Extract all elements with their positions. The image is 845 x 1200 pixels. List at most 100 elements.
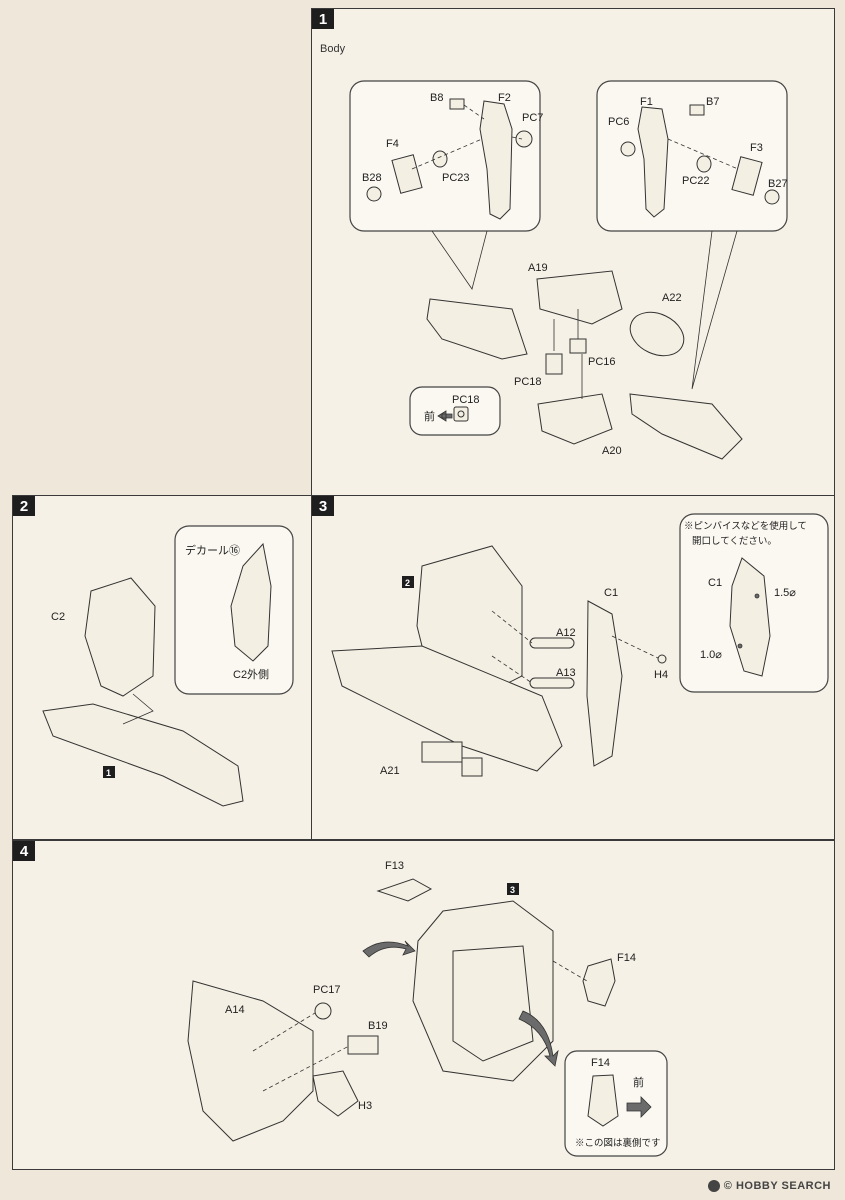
label-front: 前 xyxy=(633,1075,644,1089)
ref-step-3-badge: 3 xyxy=(507,883,519,895)
svg-text:3: 3 xyxy=(510,885,515,895)
part-f13 xyxy=(376,878,433,902)
label-a12: A12 xyxy=(556,627,576,639)
guide-line xyxy=(511,136,523,140)
ref-step-2-badge: 2 xyxy=(402,576,414,588)
label-back-view-note: ※この図は裏側です xyxy=(575,1137,661,1149)
part-right-leg-frame xyxy=(629,393,743,460)
label-c2-outer: C2外側 xyxy=(233,668,269,681)
label-b19: B19 xyxy=(368,1020,388,1032)
step-1-panel: 1 Body B8 F2 PC7 F4 B28 PC23 xyxy=(311,8,835,496)
step-2-panel: 2 C2 1 デカール⑯ C2外側 xyxy=(12,495,312,840)
part-pc7 xyxy=(515,130,533,148)
guide-line xyxy=(262,1045,350,1092)
label-decal: デカール⑯ xyxy=(185,543,240,557)
label-a19: A19 xyxy=(528,262,548,274)
part-pc17 xyxy=(314,1002,332,1020)
label-f13: F13 xyxy=(385,860,404,872)
part-b28 xyxy=(366,186,382,202)
step-1-badge: 1 xyxy=(312,9,334,29)
label-c2: C2 xyxy=(51,611,65,623)
guide-line xyxy=(491,655,533,684)
svg-text:2: 2 xyxy=(405,578,410,588)
part-a22 xyxy=(629,311,685,357)
part-a21-right xyxy=(461,757,483,777)
part-pc23 xyxy=(432,150,448,168)
guide-line xyxy=(611,635,659,659)
step-3-diagram: 2 C1 A12 A13 H4 A21 ※ピンバイスなどを使用して 開口してくだ… xyxy=(331,513,829,777)
label-f2: F2 xyxy=(498,92,511,104)
part-f14 xyxy=(582,958,616,1007)
label-b28: B28 xyxy=(362,172,382,184)
label-pc7: PC7 xyxy=(522,112,543,124)
part-b27 xyxy=(764,189,780,205)
part-h4 xyxy=(657,654,667,664)
label-a21: A21 xyxy=(380,765,400,777)
part-c1 xyxy=(586,600,623,767)
step-3-badge: 3 xyxy=(312,496,334,516)
part-a12 xyxy=(529,637,575,649)
label-b27: B27 xyxy=(768,178,788,190)
label-a14: A14 xyxy=(225,1004,245,1016)
label-a13: A13 xyxy=(556,667,576,679)
callout-left-pointer xyxy=(431,230,488,290)
guide-line xyxy=(411,138,483,170)
part-f3 xyxy=(731,156,763,196)
label-front: 前 xyxy=(424,409,435,423)
part-c2-outer xyxy=(230,542,272,662)
part-pc22 xyxy=(696,155,712,173)
watermark: © HOBBY SEARCH xyxy=(707,1180,831,1192)
part-a20 xyxy=(537,393,613,445)
part-inner-frame xyxy=(452,945,534,1062)
label-pc18: PC18 xyxy=(514,376,542,388)
arrow-left-icon xyxy=(437,410,453,422)
part-f4 xyxy=(391,154,423,194)
rotate-arrow-icon xyxy=(518,1010,559,1067)
arrow-right-icon xyxy=(626,1096,652,1118)
part-f14-back xyxy=(587,1074,619,1127)
label-note-line1: ※ピンバイスなどを使用して xyxy=(684,520,807,532)
part-pc18 xyxy=(545,353,563,375)
drill-hole-1-0 xyxy=(737,643,743,649)
label-a20: A20 xyxy=(602,445,622,457)
pc18-hole-icon xyxy=(457,410,465,418)
part-pc16 xyxy=(569,338,587,354)
drill-hole-1-5 xyxy=(754,593,760,599)
label-f14: F14 xyxy=(617,952,636,964)
step-4-diagram: F13 3 F14 A14 PC17 B19 H3 F14 xyxy=(187,860,668,1157)
label-c1: C1 xyxy=(604,587,618,599)
guide-line xyxy=(252,1012,316,1052)
guide-line xyxy=(552,960,588,982)
label-pc6: PC6 xyxy=(608,116,629,128)
label-a22: A22 xyxy=(662,292,682,304)
label-pc23: PC23 xyxy=(442,172,470,184)
step-1-diagram: B8 F2 PC7 F4 B28 PC23 F1 B7 PC6 F3 PC22 … xyxy=(349,80,788,460)
step-3-panel: 3 2 C1 A12 A13 H4 A21 ※ピンバイスなどを使用して 開 xyxy=(311,495,835,840)
label-h3: H3 xyxy=(358,1100,372,1112)
part-b8 xyxy=(449,98,465,110)
label-pc17: PC17 xyxy=(313,984,341,996)
part-leg-assembly xyxy=(42,703,244,807)
label-h4: H4 xyxy=(654,669,668,681)
label-note-line2: 開口してください。 xyxy=(692,536,777,547)
part-c2 xyxy=(84,577,156,697)
step-4-badge: 4 xyxy=(13,841,35,861)
rotate-arrow-icon xyxy=(362,940,416,958)
step-1-subtitle: Body xyxy=(320,43,346,55)
label-c1-detail: C1 xyxy=(708,577,722,589)
part-a14 xyxy=(187,980,314,1142)
label-pc18-inset: PC18 xyxy=(452,394,480,406)
label-f4: F4 xyxy=(386,138,399,150)
part-body-assembly xyxy=(331,645,563,772)
part-a13 xyxy=(529,677,575,689)
assembly-line xyxy=(122,693,154,725)
label-f1: F1 xyxy=(640,96,653,108)
step-4-panel: 4 F13 3 F14 A14 PC17 B19 H3 xyxy=(12,840,835,1170)
label-f14-detail: F14 xyxy=(591,1057,610,1069)
label-dim-1-5: 1.5⌀ xyxy=(774,587,796,599)
part-a19 xyxy=(536,270,623,325)
watermark-text: © HOBBY SEARCH xyxy=(723,1180,831,1192)
label-b7: B7 xyxy=(706,96,719,108)
label-f3: F3 xyxy=(750,142,763,154)
